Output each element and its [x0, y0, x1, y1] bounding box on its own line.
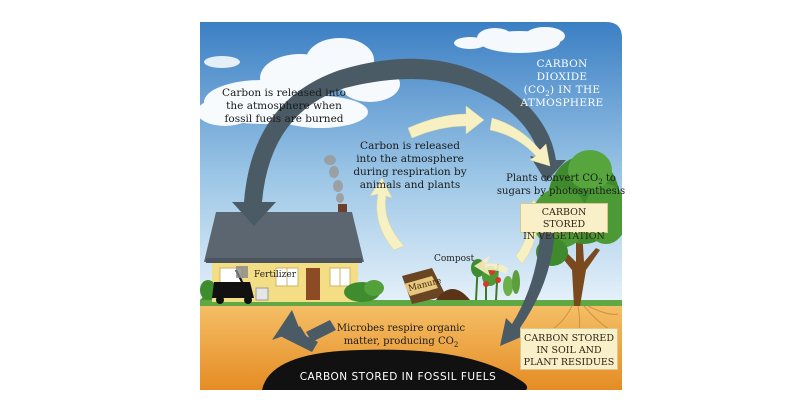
respiration-line-3: during respiration by: [353, 166, 467, 178]
decomposition-arrow: [500, 206, 555, 346]
compost-pile: [436, 289, 470, 300]
label-photosynthesis: Plants convert CO2 to sugars by photosyn…: [496, 172, 626, 198]
fossil-burn-line-2: the atmosphere when: [226, 100, 342, 112]
respiration-arrow-right: [489, 117, 551, 167]
photo-line-1: Plants convert CO2 to: [496, 172, 626, 186]
microbes-sub: 2: [453, 341, 459, 349]
respiration-arrow-top: [407, 105, 485, 139]
soil-line-3: PLANT RESIDUES: [523, 357, 615, 368]
veg-line-2: IN VEGETATION: [523, 231, 605, 242]
microbes-line-2: matter, producing CO2: [326, 335, 476, 349]
chimney-smoke: [324, 155, 344, 203]
label-respiration: Carbon is released into the atmosphere d…: [348, 140, 472, 192]
fossil-burn-line-1: Carbon is released into: [222, 87, 346, 99]
photo-line-1b: to: [602, 173, 616, 184]
label-microbes: Microbes respire organic matter, produci…: [326, 322, 476, 349]
label-fertilizer: Fertilizer: [254, 270, 297, 280]
cloud-small-left: [204, 56, 240, 68]
fossil-fuel-deposit: [262, 349, 528, 390]
cloud-top-right: [454, 27, 565, 53]
label-compost: Compost: [434, 254, 475, 264]
co2-atm-line-3: ATMOSPHERE: [520, 97, 604, 109]
emissions-cycle-arrow: [232, 58, 566, 226]
lawn-mower: [212, 266, 254, 304]
box-carbon-vegetation: CARBON STORED IN VEGETATION: [520, 203, 608, 242]
respiration-line-4: animals and plants: [359, 179, 461, 191]
fossil-burn-line-3: fossil fuels are burned: [224, 113, 344, 125]
microbes-line-1: Microbes respire organic: [336, 323, 466, 334]
manure-bag: [402, 268, 446, 304]
label-carbon-fossil-fuels: CARBON STORED IN FOSSIL FUELS: [299, 371, 497, 383]
co2-atm-line-2a: (CO: [523, 84, 546, 96]
co2-atm-line-2: (CO2) IN THE: [510, 84, 614, 99]
veg-line-1: CARBON STORED: [541, 207, 587, 230]
photo-line-2: sugars by photosynthesis: [496, 186, 626, 197]
respiration-arrow-left: [369, 177, 405, 251]
respiration-line-1: Carbon is released: [360, 140, 460, 152]
box-carbon-soil: CARBON STORED IN SOIL AND PLANT RESIDUES: [520, 328, 618, 370]
label-fossil-fuels-burned: Carbon is released into the atmosphere w…: [212, 87, 356, 126]
microbes-line-2a: matter, producing CO: [343, 336, 454, 347]
co2-atm-line-2b: ) IN THE: [550, 84, 601, 96]
fertilizer-bag: [255, 287, 269, 301]
soil-line-2: IN SOIL AND: [536, 345, 602, 356]
label-co2-atmosphere: CARBON DIOXIDE (CO2) IN THE ATMOSPHERE: [510, 58, 614, 110]
co2-atm-sub: 2: [545, 90, 551, 99]
bushes: [200, 280, 384, 302]
respiration-line-2: into the atmosphere: [356, 153, 464, 165]
photo-sub: 2: [598, 178, 603, 186]
soil-line-1: CARBON STORED: [524, 333, 614, 344]
co2-atm-line-1: CARBON DIOXIDE: [536, 58, 588, 83]
photo-line-1a: Plants convert CO: [506, 173, 599, 184]
respiration-arrow-lower: [474, 256, 508, 276]
